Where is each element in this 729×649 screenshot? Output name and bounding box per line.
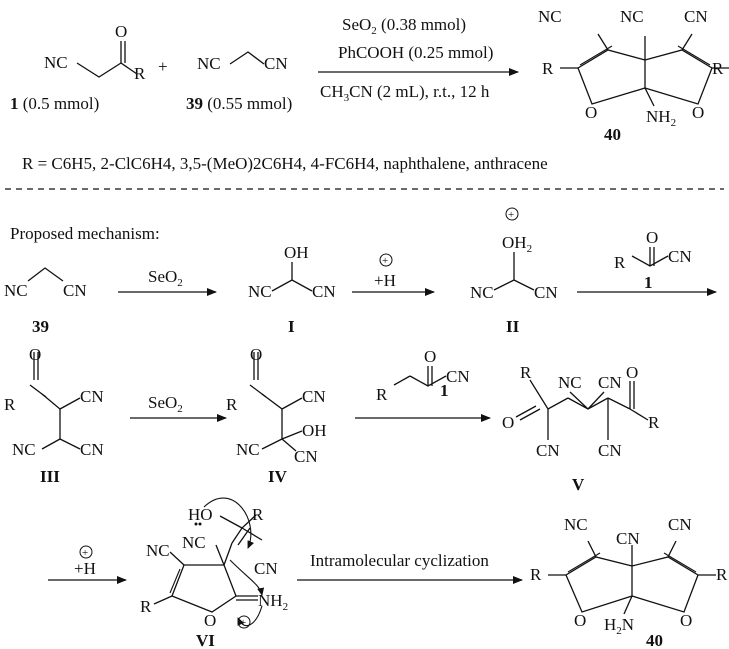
r-substituent-list: R = C6H5, 2-ClC6H4, 3,5-(MeO)2C6H4, 4-FC…: [22, 154, 548, 173]
condition-solvent: CH3CN (2 mL), r.t., 12 h: [320, 82, 490, 104]
bproduct-nc: NC: [564, 515, 588, 534]
product-nh2: NH2: [646, 107, 676, 129]
bproduct-number: 40: [646, 631, 663, 649]
mV-r-right: R: [648, 413, 660, 432]
reagent1-r-b: R: [376, 385, 388, 404]
reagent-acid-1: +H: [374, 271, 396, 290]
product-nc-center: NC: [620, 7, 644, 26]
label-VI: VI: [196, 631, 215, 649]
mI-cn: CN: [312, 282, 336, 301]
reactant1-o: O: [115, 22, 127, 41]
reagent1-o-b: O: [424, 347, 436, 366]
mI-oh: OH: [284, 243, 309, 262]
mVI-o: O: [204, 611, 216, 630]
bproduct-cn-center: CN: [616, 529, 640, 548]
mVI-nc-1: NC: [146, 541, 170, 560]
reactant39-cn: CN: [264, 54, 288, 73]
mV-cn-right: CN: [598, 441, 622, 460]
proton-plus-2: +: [82, 547, 88, 559]
mVI-r-top: R: [252, 505, 264, 524]
mechanism-title: Proposed mechanism:: [10, 224, 160, 243]
product-o-right: O: [692, 103, 704, 122]
reagent1-cn-a: CN: [668, 247, 692, 266]
mIV-oh: OH: [302, 421, 327, 440]
mIII-nc: NC: [12, 440, 36, 459]
label-I: I: [288, 317, 295, 336]
m39-cn: CN: [63, 281, 87, 300]
reagent-seo2-2: SeO2: [148, 393, 183, 415]
mIII-cn-2: CN: [80, 440, 104, 459]
label-III: III: [40, 467, 60, 486]
plus-sign: +: [158, 57, 168, 76]
mVI-r: R: [140, 597, 152, 616]
reagent1-number-a: 1: [644, 273, 653, 292]
bproduct-r-right: R: [716, 565, 728, 584]
bproduct-r-left: R: [530, 565, 542, 584]
product-r-left: R: [542, 59, 554, 78]
mII-oh2: OH2: [502, 233, 532, 255]
product-nc-left: NC: [538, 7, 562, 26]
bproduct-h2n: H2N: [604, 615, 634, 637]
bproduct-o-right: O: [680, 611, 692, 630]
reagent-seo2-1: SeO2: [148, 267, 183, 289]
condition-phcooh: PhCOOH (0.25 mmol): [338, 43, 493, 62]
mI-nc: NC: [248, 282, 272, 301]
mII-cn: CN: [534, 283, 558, 302]
reagent1-o-a: O: [646, 228, 658, 247]
mVI-ho: HO: [188, 505, 213, 524]
reactant1-nc: NC: [44, 53, 68, 72]
mIII-o: O: [29, 345, 41, 364]
mIV-nc: NC: [236, 440, 260, 459]
mIV-r: R: [226, 395, 238, 414]
product-number: 40: [604, 125, 621, 144]
mIII-cn-1: CN: [80, 387, 104, 406]
bproduct-o-left: O: [574, 611, 586, 630]
iminium-charge: +: [240, 617, 246, 629]
mIV-o: O: [250, 345, 262, 364]
reactant39-nc: NC: [197, 54, 221, 73]
mVI-nc-2: NC: [182, 533, 206, 552]
mIV-cn-1: CN: [302, 387, 326, 406]
mV-o-left: O: [502, 413, 514, 432]
mV-cn-top: CN: [598, 373, 622, 392]
mII-nc: NC: [470, 283, 494, 302]
label-V: V: [572, 475, 585, 494]
mV-cn-left: CN: [536, 441, 560, 460]
reactant1-r: R: [134, 64, 146, 83]
product-cn-right: CN: [684, 7, 708, 26]
reactant39-label: 39 (0.55 mmol): [186, 94, 292, 113]
mV-o-right: O: [626, 363, 638, 382]
oxonium-charge: +: [508, 209, 514, 221]
reagent1-number-b: 1: [440, 381, 449, 400]
m39-nc: NC: [4, 281, 28, 300]
proton-plus-1: +: [382, 255, 388, 267]
mIV-cn-2: CN: [294, 447, 318, 466]
bproduct-cn-right: CN: [668, 515, 692, 534]
mV-r-left: R: [520, 363, 532, 382]
reactant1-label: 1 (0.5 mmol): [10, 94, 99, 113]
label-II: II: [506, 317, 520, 336]
product-o-left: O: [585, 103, 597, 122]
label-39: 39: [32, 317, 49, 336]
cyclization-label: Intramolecular cyclization: [310, 551, 489, 570]
product-r-right: R: [712, 59, 724, 78]
mVI-cn: CN: [254, 559, 278, 578]
reagent1-r-a: R: [614, 253, 626, 272]
condition-seo2: SeO2 (0.38 mmol): [342, 15, 466, 37]
reagent-acid-2: +H: [74, 559, 96, 578]
mVI-nh2: NH2: [258, 591, 288, 613]
mV-nc: NC: [558, 373, 582, 392]
mIII-r: R: [4, 395, 16, 414]
reagent1-cn-b: CN: [446, 367, 470, 386]
label-IV: IV: [268, 467, 288, 486]
